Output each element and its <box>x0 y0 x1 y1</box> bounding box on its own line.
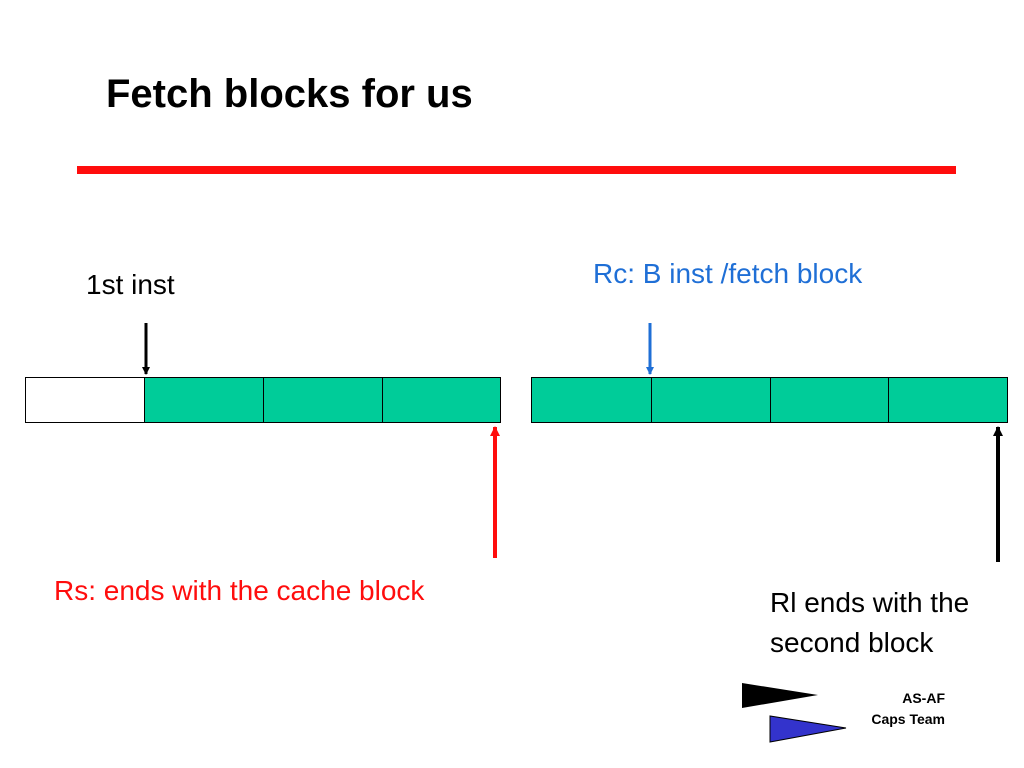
rc-label: Rc: B inst /fetch block <box>593 258 863 289</box>
filled-block <box>651 377 771 423</box>
title-underline <box>77 166 956 174</box>
filled-block <box>144 377 264 423</box>
rl-label-line1: Rl ends with the <box>770 587 970 618</box>
logo-blue-pennant-icon <box>769 715 847 743</box>
first-inst-label: 1st inst <box>86 269 175 300</box>
rl-label-line2: second block <box>770 627 934 658</box>
filled-block <box>888 377 1008 423</box>
filled-block <box>382 377 501 423</box>
rl-label: Rl ends with the second block <box>770 583 969 663</box>
filled-block <box>531 377 652 423</box>
logo-line1: AS-AF <box>902 690 945 706</box>
filled-block <box>770 377 889 423</box>
slide-title: Fetch blocks for us <box>106 72 473 116</box>
rs-label: Rs: ends with the cache block <box>54 575 425 606</box>
logo-black-pennant-icon <box>742 683 818 708</box>
logo-line2: Caps Team <box>871 711 945 727</box>
